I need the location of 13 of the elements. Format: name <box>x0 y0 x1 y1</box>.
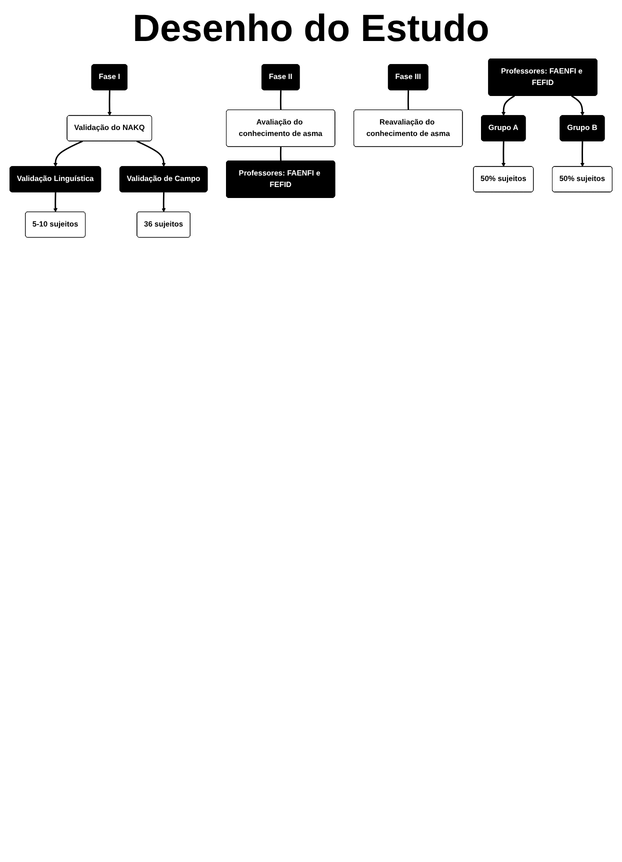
connector <box>280 90 282 110</box>
arrow <box>580 141 584 167</box>
arrow <box>53 192 58 212</box>
connector <box>407 90 410 110</box>
arrow <box>501 141 506 167</box>
arrow <box>136 140 166 167</box>
arrow <box>571 95 584 116</box>
arrow <box>162 192 166 212</box>
arrow <box>53 140 83 167</box>
arrow <box>501 95 515 116</box>
arrow <box>108 90 112 116</box>
connector <box>280 146 282 162</box>
diagram-title: Desenho do Estudo <box>132 8 490 51</box>
